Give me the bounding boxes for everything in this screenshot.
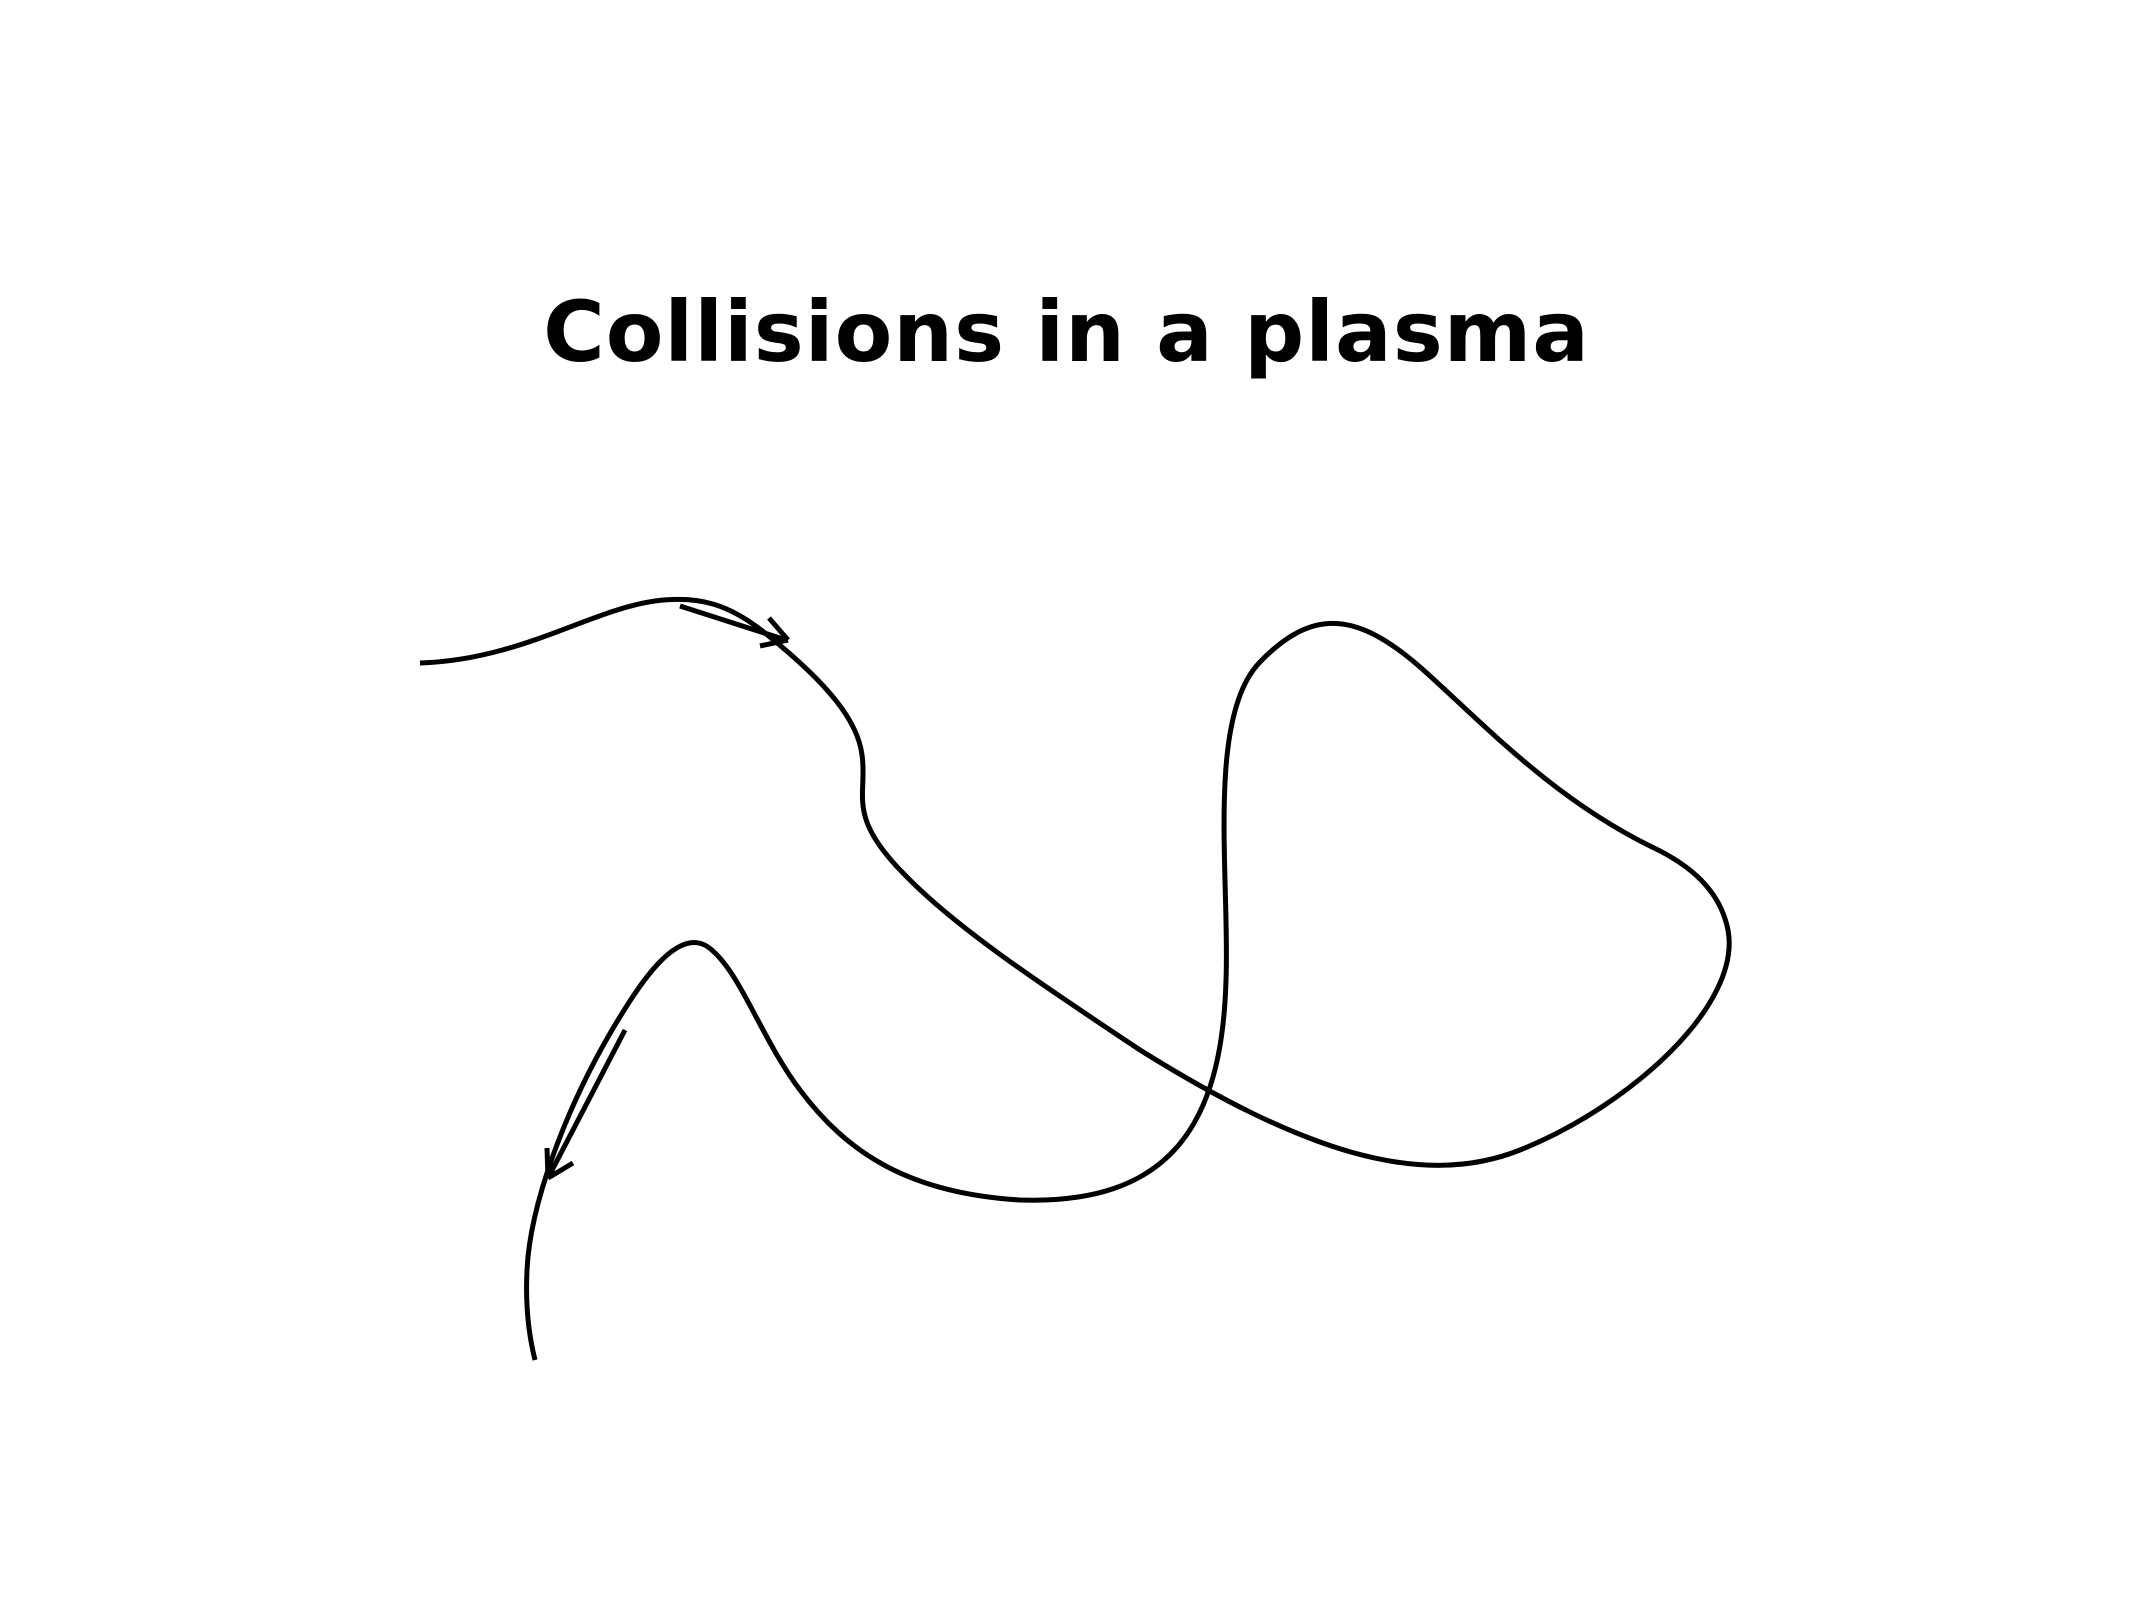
trajectory-path xyxy=(419,596,1732,1361)
arrowhead-icon xyxy=(679,603,790,649)
arrowhead-icon xyxy=(544,1028,628,1181)
slide-title: Collisions in a plasma xyxy=(543,283,1590,381)
